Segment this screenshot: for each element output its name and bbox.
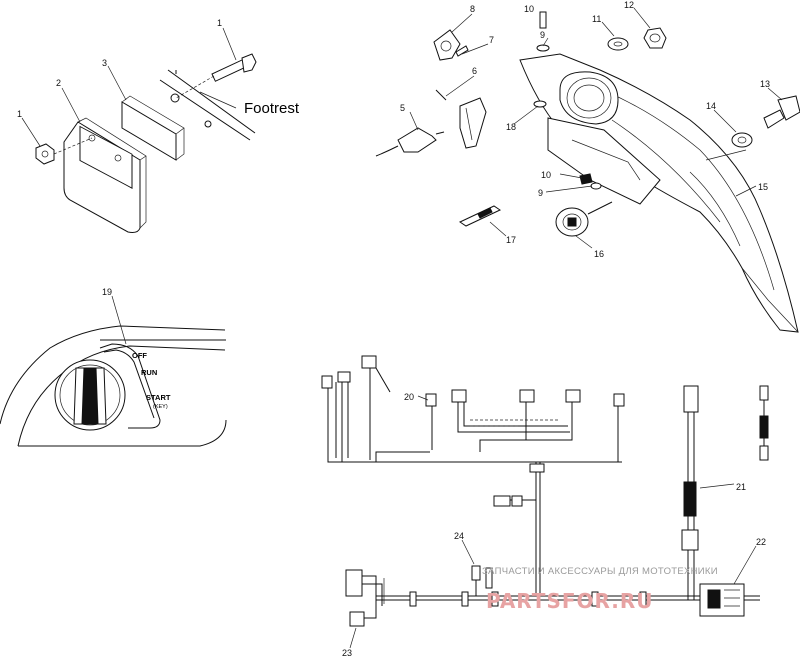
callout-8: 8 — [470, 4, 475, 14]
switch-pos-start: START — [146, 393, 171, 402]
jumper-lead — [759, 385, 769, 461]
ignition-switch-panel: OFF RUN START (KEY) 19 — [0, 287, 227, 447]
gauge-pod — [559, 71, 619, 125]
nut-left — [35, 143, 55, 165]
callout-18: 18 — [506, 122, 516, 132]
callout-13: 13 — [760, 79, 770, 89]
harness-21: 21 — [681, 385, 746, 600]
callout-12: 12 — [624, 0, 634, 10]
harness-22: 22 — [699, 537, 766, 617]
callout-5: 5 — [400, 103, 405, 113]
switch-nut — [731, 132, 753, 148]
callout-3: 3 — [102, 58, 107, 68]
callout-7: 7 — [489, 35, 494, 45]
callout-16: 16 — [594, 249, 604, 259]
switch-pos-start-sub: (KEY) — [153, 404, 168, 410]
callout-15: 15 — [758, 182, 768, 192]
switch-pos-run: RUN — [141, 368, 157, 377]
callout-24: 24 — [454, 531, 464, 541]
footrest-frame-rail — [159, 69, 256, 141]
callout-1b: 1 — [217, 18, 222, 28]
watermark-text: ЗАПЧАСТИ И АКСЕССУАРЫ ДЛЯ МОТОТЕХНИКИ — [482, 566, 718, 577]
callout-10b: 10 — [541, 170, 551, 180]
callout-9a: 9 — [540, 30, 545, 40]
callout-14: 14 — [706, 101, 716, 111]
wiring-harness: 20 21 — [321, 355, 769, 656]
callout-2: 2 — [56, 78, 61, 88]
ignition-switch — [555, 201, 613, 237]
indicator-lamp — [433, 29, 461, 61]
bolt-top — [211, 53, 257, 82]
callout-19: 19 — [102, 287, 112, 297]
harness-23: 23 — [342, 569, 385, 656]
callout-22: 22 — [756, 537, 766, 547]
footrest-label: Footrest — [244, 100, 300, 117]
callout-1a: 1 — [17, 109, 22, 119]
callout-23: 23 — [342, 648, 352, 656]
callout-6: 6 — [472, 66, 477, 76]
switch-pos-off: OFF — [132, 351, 147, 360]
harness-20: 20 — [321, 355, 625, 463]
footrest-bracket — [79, 125, 133, 189]
callout-10a: 10 — [524, 4, 534, 14]
callout-17: 17 — [506, 235, 516, 245]
speed-sensor — [397, 127, 437, 153]
lock-nut — [643, 27, 667, 49]
watermark-logo: PARTSFOR.RU — [486, 589, 654, 613]
ignition-key — [763, 95, 800, 129]
watermark: ЗАПЧАСТИ И АКСЕССУАРЫ ДЛЯ МОТОТЕХНИКИ PA… — [482, 566, 718, 613]
grommet — [607, 37, 629, 51]
callout-11: 11 — [592, 14, 601, 24]
spacer-block — [121, 101, 177, 161]
callout-21: 21 — [736, 482, 746, 492]
dash-panel-outline — [0, 325, 226, 425]
fairing-assembly: 8 7 6 5 10 9 11 12 13 14 15 18 10 9 16 1… — [375, 0, 800, 333]
callout-9b: 9 — [538, 188, 543, 198]
mount-bracket — [459, 97, 487, 149]
harness-24: 24 — [454, 531, 493, 596]
switch-bezel — [99, 343, 161, 429]
footrest-assembly: 1 2 3 1 Footrest — [17, 18, 300, 233]
callout-20: 20 — [404, 392, 414, 402]
